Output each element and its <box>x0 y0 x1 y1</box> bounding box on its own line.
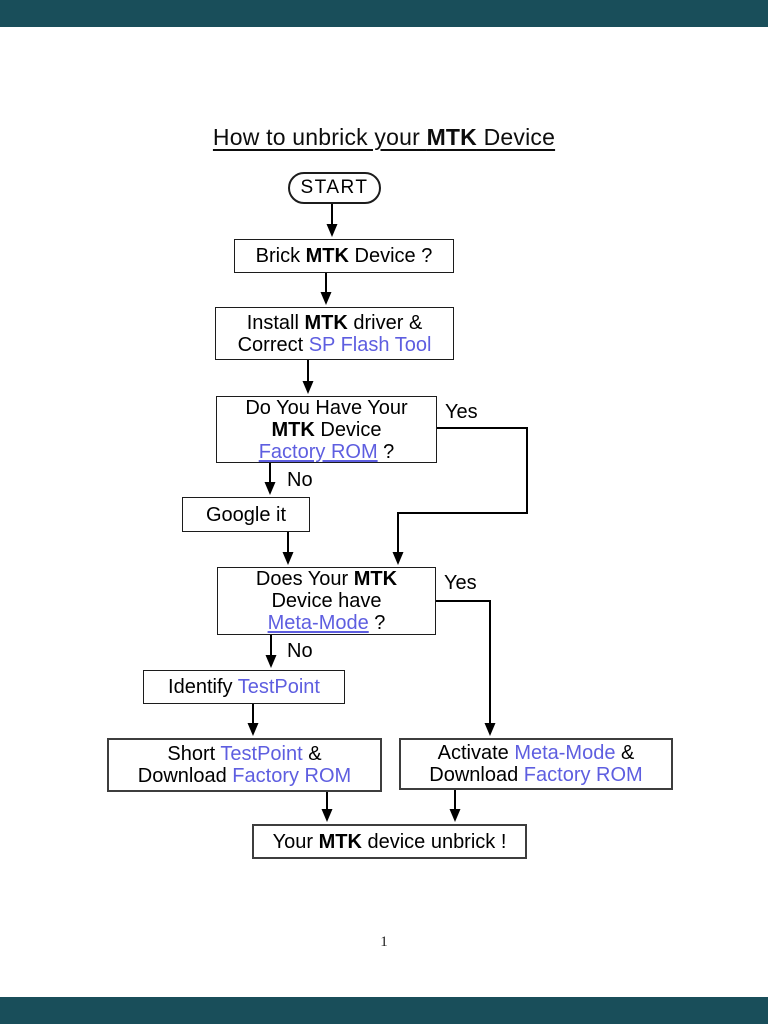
node-activate-meta-mode: Activate Meta-Mode &Download Factory ROM <box>399 738 673 790</box>
text-segment: MTK <box>304 311 348 334</box>
node-line: Correct SP Flash Tool <box>238 334 432 356</box>
text-segment: Your <box>272 830 319 853</box>
node-short-testpoint: Short TestPoint &Download Factory ROM <box>107 738 382 792</box>
node-line: Activate Meta-Mode & <box>438 742 635 764</box>
link-factory-rom[interactable]: Factory ROM <box>258 440 378 463</box>
page-title: How to unbrick your MTK Device <box>0 124 768 151</box>
link-factory-rom[interactable]: Factory ROM <box>523 764 643 786</box>
link-testpoint[interactable]: TestPoint <box>220 743 303 765</box>
node-line: Device have <box>271 590 381 612</box>
link-sp-flash-tool[interactable]: SP Flash Tool <box>308 333 432 356</box>
text-segment: Device <box>476 124 556 150</box>
text-segment: & <box>302 743 322 765</box>
branch-label-yes-meta-mode: Yes <box>444 572 477 594</box>
text-segment: Device ? <box>348 245 433 267</box>
text-segment: ? <box>368 612 386 634</box>
text-segment: MTK <box>271 418 315 441</box>
text-segment: & <box>615 742 635 764</box>
branch-label-no-meta-mode: No <box>287 640 313 662</box>
node-line: Brick MTK Device ? <box>256 245 433 267</box>
text-segment: How to unbrick your <box>212 124 427 150</box>
node-start: START <box>288 172 381 204</box>
text-segment: driver & <box>347 311 423 334</box>
node-line: Short TestPoint & <box>167 743 321 765</box>
link-factory-rom[interactable]: Factory ROM <box>232 765 352 787</box>
text-segment: START <box>300 177 369 198</box>
node-line: Your MTK device unbrick ! <box>273 831 507 853</box>
text-segment: device unbrick ! <box>361 830 507 853</box>
text-segment: Short <box>167 743 221 765</box>
node-device-unbrick: Your MTK device unbrick ! <box>252 824 527 859</box>
node-brick-mtk-device: Brick MTK Device ? <box>234 239 454 273</box>
viewer-background-top <box>0 0 768 27</box>
text-segment: Download <box>429 764 524 786</box>
text-segment: Does Your <box>255 568 354 590</box>
text-segment: Download <box>137 765 233 787</box>
text-segment: Brick <box>255 245 306 267</box>
link-testpoint[interactable]: TestPoint <box>237 676 320 698</box>
text-segment: Device have <box>271 590 382 612</box>
node-identify-testpoint: Identify TestPoint <box>143 670 345 704</box>
node-line: Factory ROM ? <box>259 441 395 463</box>
text-segment: MTK <box>353 568 398 590</box>
text-segment: ? <box>377 440 395 463</box>
node-line: Install MTK driver & <box>247 312 423 334</box>
node-line: Google it <box>206 504 286 526</box>
text-segment: Correct <box>237 333 309 356</box>
viewer-background-bottom <box>0 997 768 1024</box>
node-install-driver: Install MTK driver &Correct SP Flash Too… <box>215 307 454 360</box>
text-segment: Device <box>314 418 382 441</box>
node-line: Does Your MTK <box>256 568 397 590</box>
node-line: Meta-Mode ? <box>268 612 386 634</box>
text-segment: Identify <box>168 676 238 698</box>
link-meta-mode[interactable]: Meta-Mode <box>267 612 369 634</box>
node-line: START <box>300 177 368 199</box>
text-segment: Do You Have Your <box>245 396 408 419</box>
branch-label-yes-factory-rom: Yes <box>445 401 478 423</box>
node-line: MTK Device <box>271 419 381 441</box>
node-line: Download Factory ROM <box>138 765 351 787</box>
text-segment: MTK <box>426 124 477 150</box>
branch-label-no-factory-rom: No <box>287 469 313 491</box>
page-number: 1 <box>380 934 388 950</box>
node-google-it: Google it <box>182 497 310 532</box>
node-line: Download Factory ROM <box>429 764 642 786</box>
text-segment: MTK <box>305 245 349 267</box>
text-segment: MTK <box>318 830 362 853</box>
text-segment: Google it <box>205 503 287 526</box>
text-segment: Install <box>246 311 305 334</box>
node-line: Identify TestPoint <box>168 676 320 698</box>
text-segment: Activate <box>437 742 515 764</box>
node-line: Do You Have Your <box>245 397 407 419</box>
link-meta-mode[interactable]: Meta-Mode <box>514 742 616 764</box>
